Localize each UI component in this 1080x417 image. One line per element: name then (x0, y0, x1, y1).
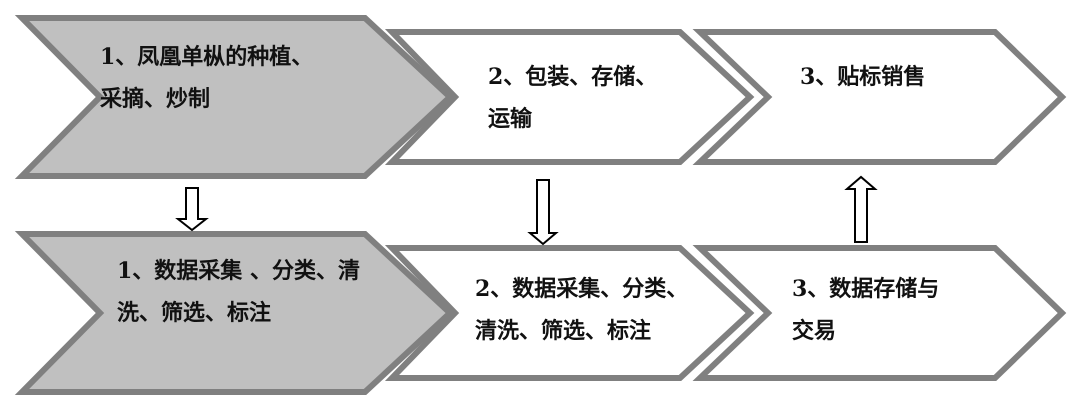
connector-arrow-down-1 (175, 187, 209, 232)
connector-arrow-up-3 (844, 175, 878, 243)
chevron-top-2 (384, 29, 755, 165)
connector-arrow-down-2 (527, 179, 559, 246)
chevron-bottom-1 (14, 231, 455, 395)
step-bottom-1-label: 1、数据采集 、分类、清 洗、筛选、标注 (117, 258, 360, 326)
chevron-top-3 (692, 29, 1067, 165)
chevron-top-1 (14, 15, 455, 179)
step-top-3-label: 3、贴标销售 (800, 64, 926, 90)
step-top-2-label: 2、包装、存储、 运输 (488, 64, 658, 132)
step-top-1-label: 1、凤凰单枞的种植、 采摘、炒制 (100, 44, 314, 112)
step-bottom-2-label: 2、数据采集、分类、 清洗、筛选、标注 (475, 276, 689, 344)
step-bottom-3-label: 3、数据存储与 交易 (792, 276, 940, 344)
chevron-bottom-3 (692, 245, 1067, 381)
chevron-bottom-2 (384, 245, 755, 381)
